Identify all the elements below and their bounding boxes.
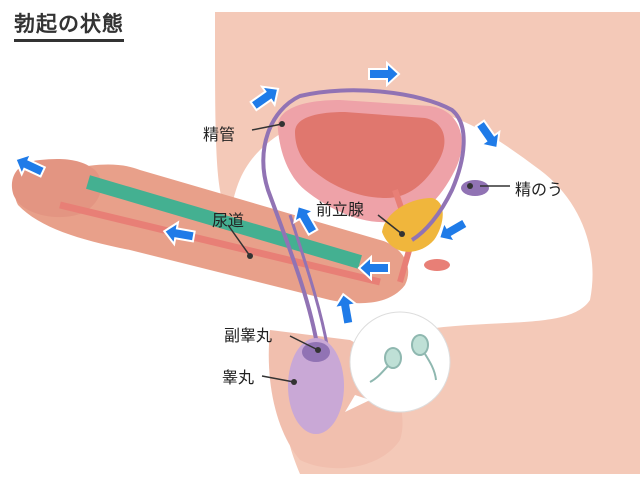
arrow-3 xyxy=(474,119,501,150)
arrow-4 xyxy=(437,217,469,243)
seminal-duct-line-2 xyxy=(288,214,330,351)
bubble-tail xyxy=(345,395,370,412)
label-prostate: 前立腺 xyxy=(316,200,365,219)
leader-testis xyxy=(261,375,295,383)
arrow-5 xyxy=(357,254,390,282)
leader-urethra xyxy=(227,224,251,257)
bladder-inner xyxy=(295,112,445,198)
arrow-9 xyxy=(14,152,47,178)
seminal-vesicle-shape xyxy=(461,180,489,196)
label-epididymis: 副睾丸 xyxy=(224,326,273,345)
label-urethra: 尿道 xyxy=(212,211,245,230)
leader-prostate xyxy=(377,214,403,235)
arrow-7 xyxy=(332,292,359,326)
arrow-2 xyxy=(368,60,401,88)
leader-epididymis xyxy=(289,335,319,351)
arrow-6 xyxy=(293,204,319,236)
arrow-1 xyxy=(249,85,280,112)
page-title: 勃起の状態 xyxy=(14,8,124,42)
label-seminal-vesicle: 精のう xyxy=(515,180,564,199)
leader-seminal-duct xyxy=(251,123,283,131)
testis-shape xyxy=(288,338,344,434)
seminal-duct-line xyxy=(261,88,466,351)
prostate-shape xyxy=(382,198,443,252)
label-testis: 睾丸 xyxy=(222,368,255,387)
body-silhouette xyxy=(215,12,640,474)
sperm-2 xyxy=(411,334,437,381)
arrow-8 xyxy=(162,220,196,247)
label-seminal-duct: 精管 xyxy=(203,125,236,144)
sperm-1 xyxy=(369,347,402,383)
urethra-red xyxy=(59,201,381,286)
gland-small xyxy=(424,259,450,271)
urethra-green xyxy=(86,175,362,269)
